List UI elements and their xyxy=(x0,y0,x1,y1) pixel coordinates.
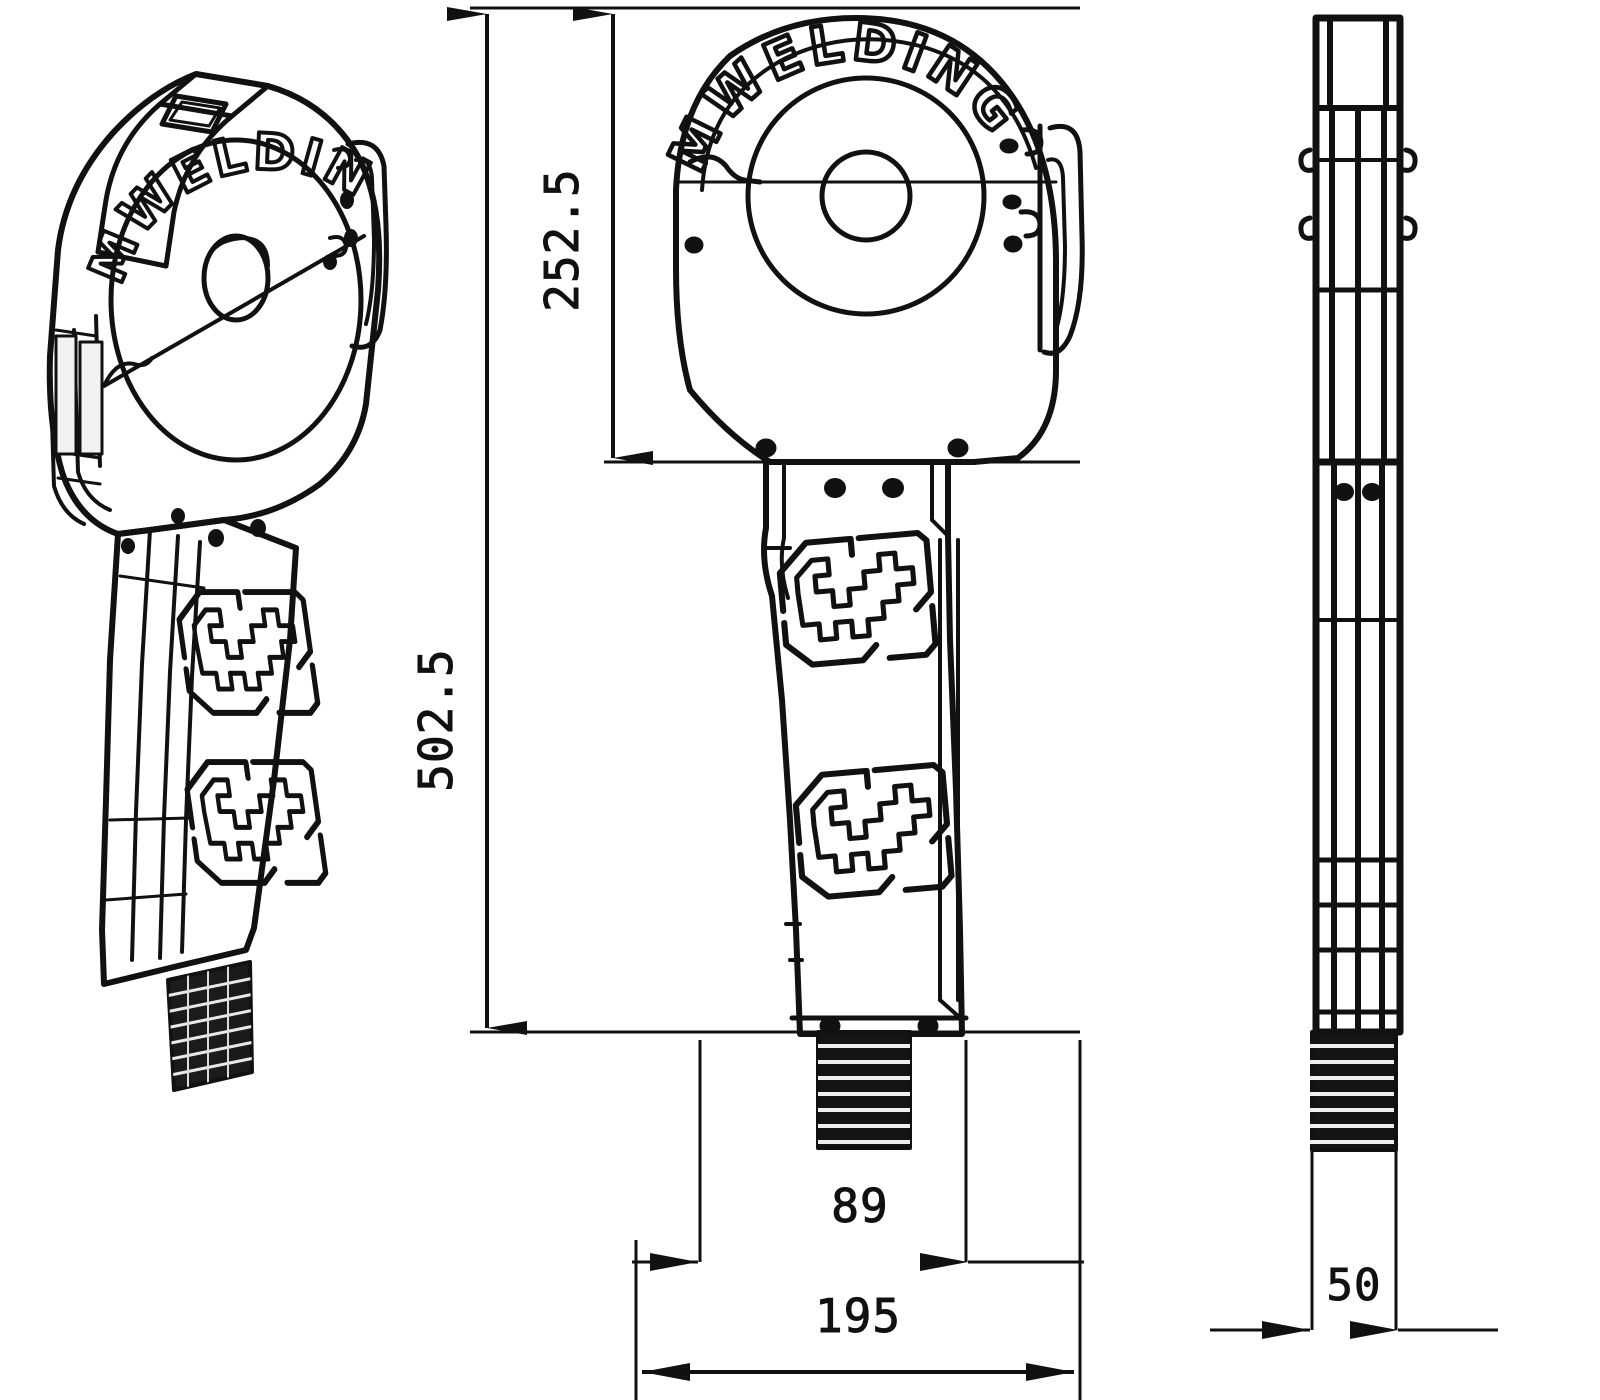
front-handle-bevel-tr xyxy=(930,518,950,538)
side-handle-outline xyxy=(1312,458,1404,1036)
iso-head-top-face xyxy=(95,71,199,255)
front-head-rim xyxy=(700,37,1038,192)
iso-handle-outline xyxy=(99,517,299,987)
side-cable-boot xyxy=(1310,1030,1398,1152)
iso-screw-2 xyxy=(344,229,358,247)
side-mount-dot-1 xyxy=(1334,483,1354,501)
dimension-502-5-label: 502.5 xyxy=(409,648,463,791)
iso-reel-hub xyxy=(201,233,271,323)
front-handle-outline xyxy=(761,459,965,1037)
iso-side-strip-2 xyxy=(72,328,112,512)
iso-parting-notch xyxy=(102,356,154,388)
front-reel-outer xyxy=(745,75,987,317)
front-screw-ml xyxy=(684,236,704,254)
iso-cable-boot xyxy=(166,960,254,1092)
front-screw-bl xyxy=(755,438,777,458)
dimension-50-label: 50 xyxy=(1327,1260,1382,1311)
front-latch-inner xyxy=(1046,157,1067,332)
dimension-252-5-label: 252.5 xyxy=(535,168,589,311)
front-head-outline xyxy=(673,15,1059,465)
iso-head-top-face-2 xyxy=(163,83,271,269)
iso-screw-4 xyxy=(171,508,185,524)
front-screw-tr xyxy=(999,138,1019,154)
iso-vent-slot-2 xyxy=(78,340,104,456)
iso-head-top-edge xyxy=(95,249,169,269)
side-latch-tab-r1 xyxy=(1401,147,1418,173)
iso-handle-rib-bot xyxy=(104,892,188,902)
dimension-50: 50 xyxy=(1210,1260,1498,1339)
iso-handle-front-edge xyxy=(130,528,152,962)
front-shoulder-notch xyxy=(687,154,763,185)
iso-handle-rib-mid xyxy=(108,816,192,822)
dimension-195-label: 195 xyxy=(815,1289,901,1343)
front-cable-boot xyxy=(816,1030,912,1150)
front-screw-br2 xyxy=(947,438,969,458)
iso-side-panel-a xyxy=(54,328,98,338)
front-screw-br xyxy=(1003,235,1023,253)
iso-latch-inner xyxy=(354,157,376,326)
iso-handle-edge-2 xyxy=(158,534,180,960)
iso-side-panel-c xyxy=(56,476,102,486)
dimension-502-5: 502.5 xyxy=(409,7,527,1035)
front-handle-left-rail xyxy=(779,460,790,600)
front-mount-dot-2 xyxy=(882,478,904,498)
front-base-screw-2 xyxy=(917,1016,939,1036)
iso-top-window xyxy=(159,93,229,135)
side-latch-tab-l2 xyxy=(1298,215,1315,241)
side-mount-dot-2 xyxy=(1362,483,1382,501)
front-latch-body xyxy=(1041,124,1085,356)
iso-reel-outer xyxy=(108,137,364,463)
front-reel-hub xyxy=(819,149,913,243)
dimension-195: 195 xyxy=(642,1289,1074,1381)
iso-latch-hook-1 xyxy=(332,147,352,170)
iso-handle-bottom-edge xyxy=(101,963,181,987)
front-latch-hook-top xyxy=(1019,127,1044,157)
iso-screw-1 xyxy=(340,191,354,209)
iso-top-window-inner xyxy=(168,100,222,128)
iso-latch xyxy=(345,139,389,350)
front-handle-bevel-br xyxy=(938,998,960,1018)
iso-latch-hook-2 xyxy=(328,235,348,258)
side-latch-tab-r2 xyxy=(1401,215,1418,241)
side-latch-tab-l1 xyxy=(1298,147,1315,173)
iso-screw-3 xyxy=(323,254,337,270)
front-latch-hook-mid xyxy=(1018,209,1043,239)
front-screw-mr xyxy=(1002,194,1022,210)
iso-handle-rib-top xyxy=(118,574,206,590)
side-view xyxy=(1298,14,1418,1152)
iso-vent-slot-1 xyxy=(54,334,78,456)
dimension-89-label: 89 xyxy=(831,1179,888,1233)
iso-side-strip-1 xyxy=(48,354,86,526)
dimension-89: 89 xyxy=(632,1179,1084,1271)
iso-screw-5 xyxy=(208,529,224,547)
iso-reel-hub-lip xyxy=(204,236,270,268)
front-mount-dot-1 xyxy=(824,478,846,498)
dimension-layer: 502.5 252.5 89 195 50 xyxy=(409,6,1498,1400)
iso-screw-7 xyxy=(121,538,135,554)
dimension-252-5: 252.5 xyxy=(535,7,653,465)
iso-handle-edge-3 xyxy=(180,540,202,954)
